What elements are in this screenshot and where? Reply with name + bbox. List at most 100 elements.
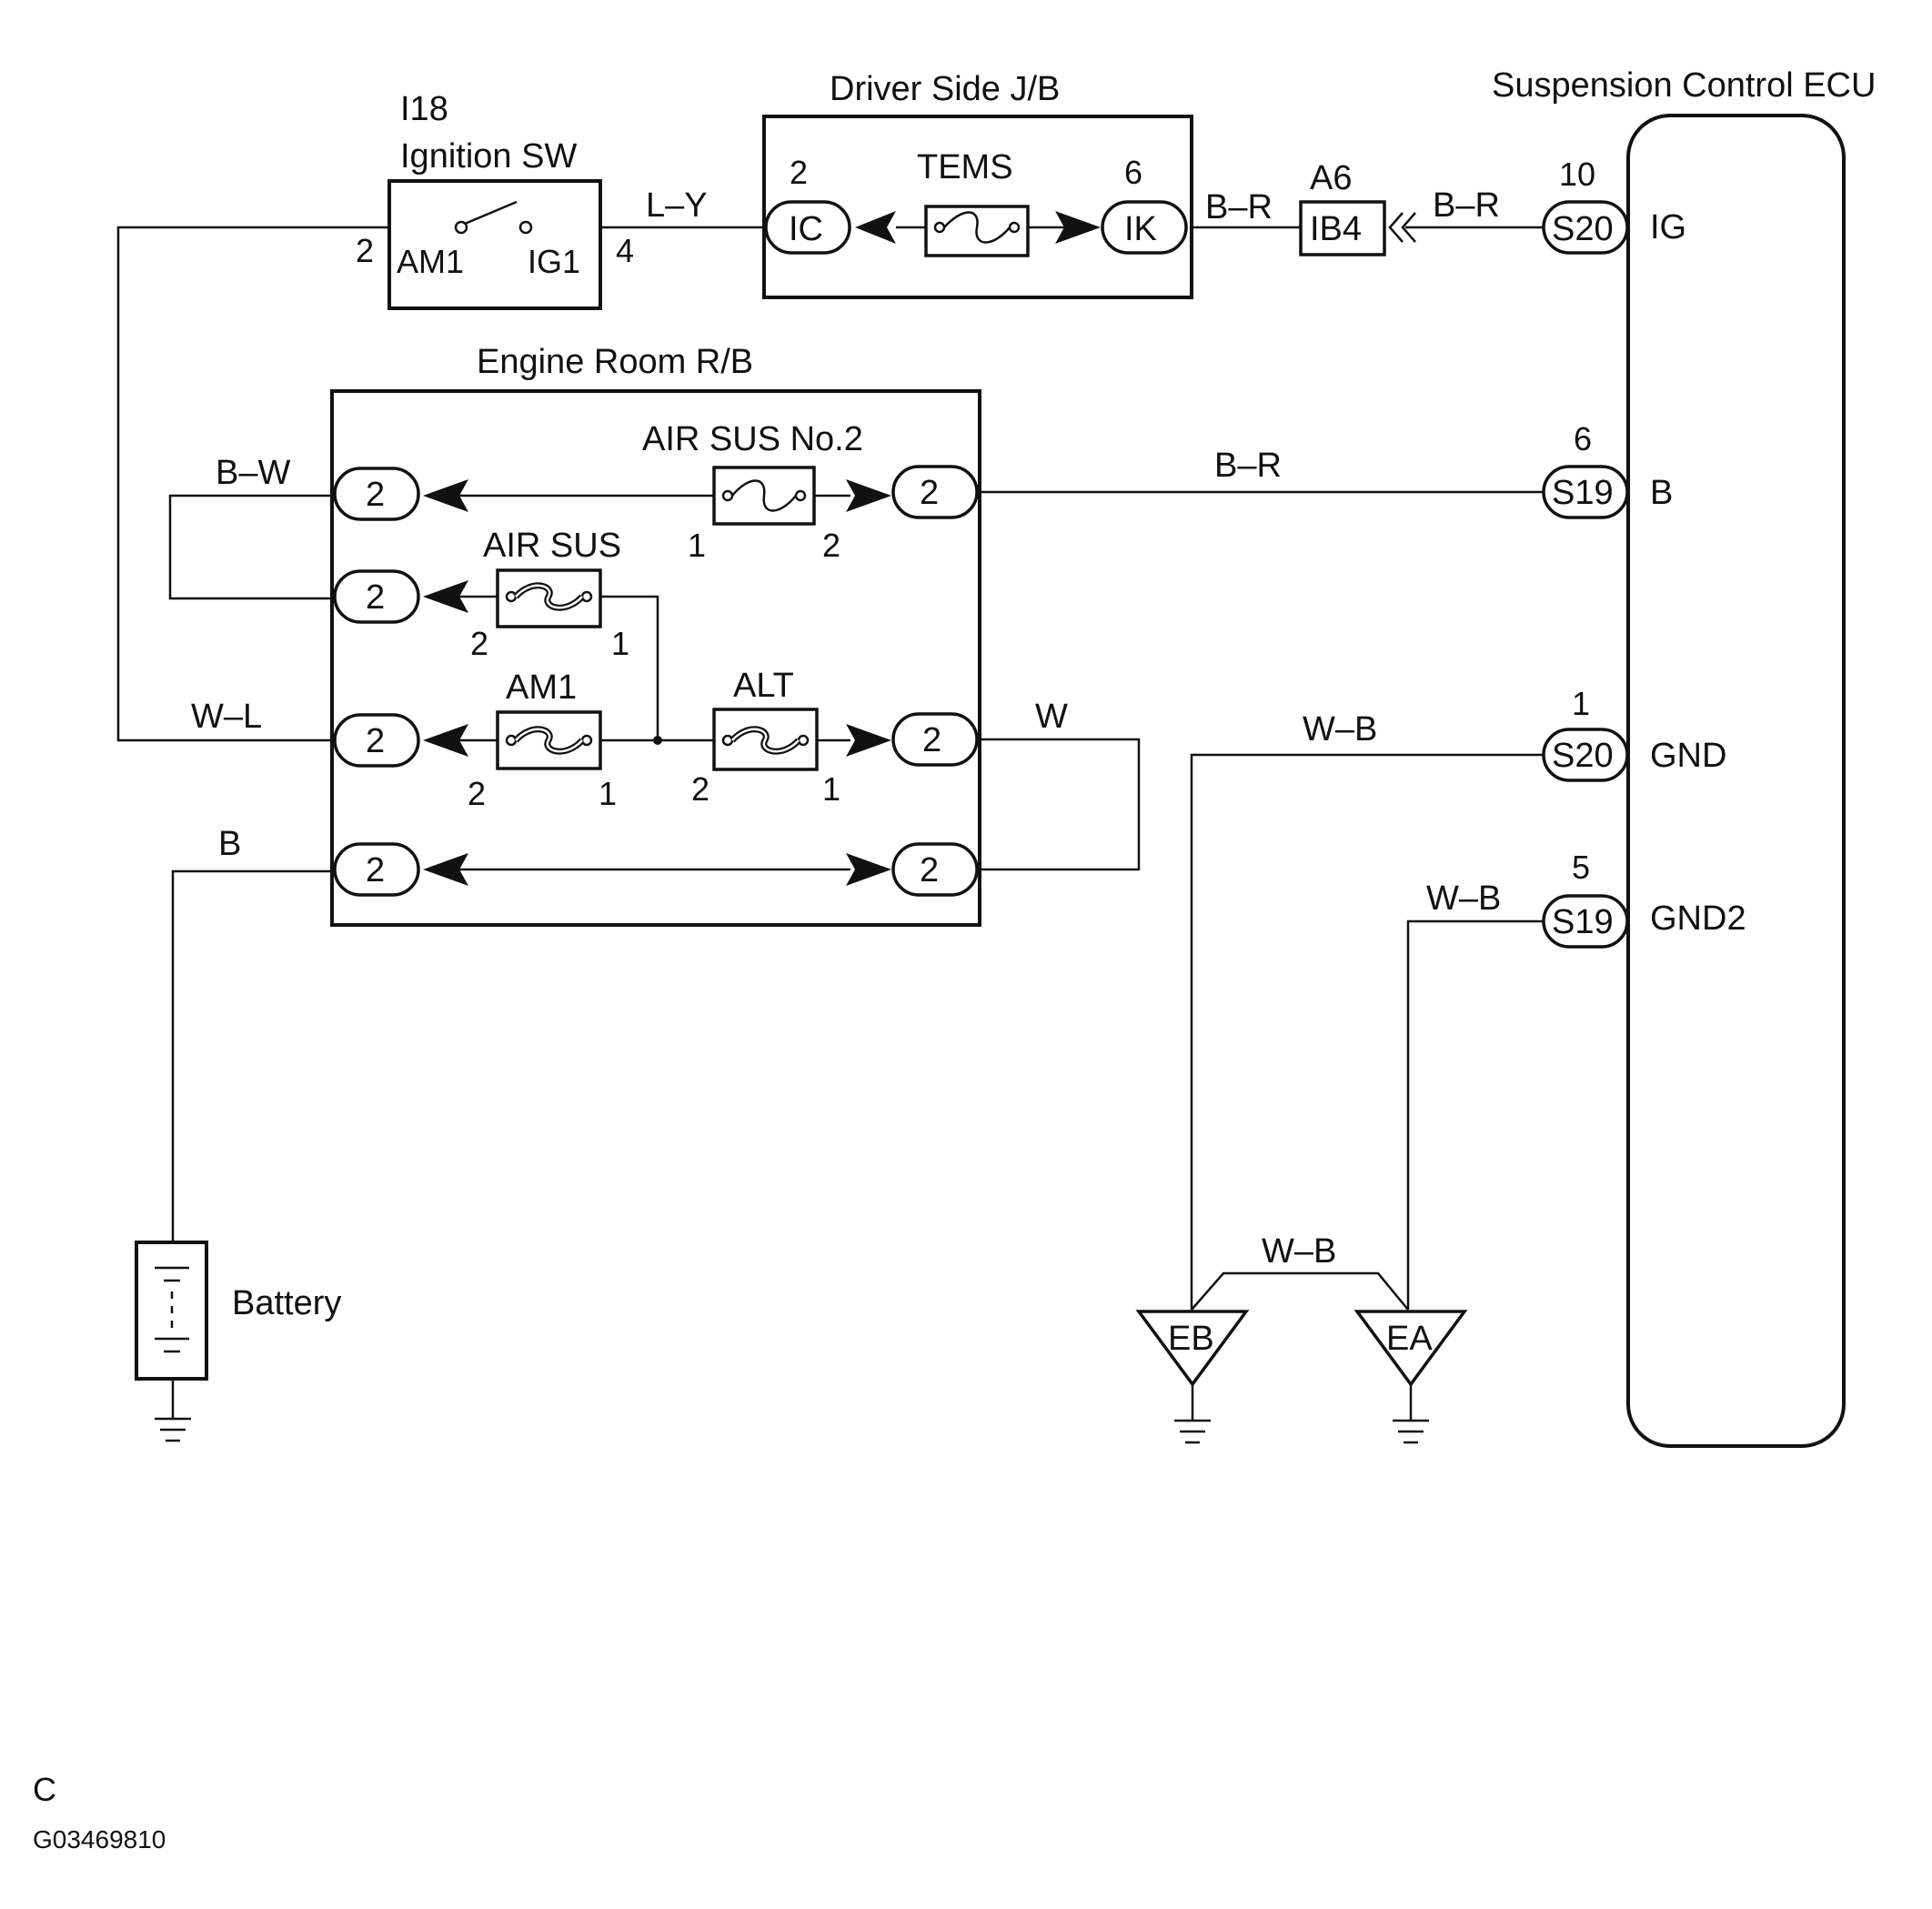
ground-eb-label: EB	[1168, 1320, 1214, 1358]
junction-connector: IB4 A6	[1299, 159, 1416, 256]
svg-text:S19: S19	[1552, 903, 1614, 941]
switch-blade	[464, 200, 518, 226]
ecu-connector-b	[1542, 465, 1629, 519]
wire-wb-ground	[1191, 1271, 1409, 1311]
svg-text:5: 5	[1572, 849, 1590, 886]
battery: Battery	[135, 1241, 341, 1442]
arrow-ic	[855, 211, 896, 244]
junction-chevron-2	[1401, 212, 1416, 243]
wire-w	[978, 738, 1141, 871]
ecu-connector-gnd	[1542, 728, 1629, 782]
ignition-switch-box	[387, 179, 602, 310]
svg-text:1: 1	[1572, 685, 1590, 722]
switch-contact-ig1	[518, 220, 533, 235]
ecu-box	[1626, 114, 1846, 1448]
connector-ic	[764, 200, 851, 255]
svg-text:S20: S20	[1552, 210, 1614, 248]
wire-label-wb-ground: W–B	[1262, 1232, 1336, 1271]
svg-text:2: 2	[366, 476, 385, 514]
wire-wb-gnd2	[1406, 919, 1544, 1310]
svg-text:2: 2	[366, 722, 385, 760]
ecu-title: Suspension Control ECU	[1492, 66, 1876, 105]
wire-label-ly: L–Y	[646, 186, 708, 225]
svg-text:2: 2	[822, 527, 840, 564]
connector-ik-label: IK	[1124, 210, 1157, 248]
wire-wb-gnd	[1190, 753, 1544, 1310]
svg-text:6: 6	[1574, 420, 1592, 457]
ignition-term-ig1: IG1	[528, 243, 580, 280]
connector-ic-pin: 2	[790, 154, 808, 191]
junction-connector-box	[1299, 200, 1386, 256]
junction-chevron-1	[1388, 212, 1404, 243]
ecu-terminal-ig: IG	[1650, 208, 1686, 246]
fuse-air-sus-no2-label: AIR SUS No.2	[642, 420, 863, 458]
ignition-pin-right: 4	[616, 232, 634, 269]
wire-label-br-jb: B–R	[1205, 188, 1273, 226]
svg-text:10: 10	[1559, 156, 1595, 193]
rb-connector-b-out	[891, 842, 979, 897]
svg-text:2: 2	[366, 851, 385, 889]
wire-label-w: W	[1035, 698, 1068, 736]
ground-ea: EA	[1353, 1310, 1468, 1444]
wire-b	[171, 869, 337, 1242]
driver-jb-box	[762, 115, 1193, 299]
wire-wl	[116, 226, 389, 742]
ground-ea-triangle	[1353, 1310, 1468, 1387]
ground-eb: EB	[1135, 1310, 1250, 1444]
wire-label-wb-gnd: W–B	[1303, 710, 1377, 749]
footer-letter: C	[33, 1771, 56, 1808]
switch-contact-am1	[454, 220, 468, 235]
battery-box	[135, 1241, 208, 1381]
svg-text:S20: S20	[1552, 737, 1614, 775]
fuse-tems-label: TEMS	[917, 148, 1013, 186]
wire-label-bw: B–W	[216, 454, 290, 492]
svg-text:S19: S19	[1552, 474, 1614, 512]
rb-connector-bw	[333, 467, 420, 521]
svg-text:2: 2	[920, 851, 939, 889]
wire-label-b: B	[218, 825, 241, 863]
wires	[116, 226, 1544, 1311]
ignition-switch: I18 Ignition SW 2 4 AM1 IG1	[356, 90, 634, 310]
svg-text:1: 1	[822, 770, 840, 808]
suspension-ecu: Suspension Control ECU S20 10 IG S19 6 B…	[1492, 66, 1876, 1448]
ecu-terminal-gnd: GND	[1650, 737, 1726, 775]
ground-ea-label: EA	[1386, 1320, 1433, 1358]
svg-text:2: 2	[920, 474, 939, 512]
wire-label-br-ecu: B–R	[1433, 186, 1500, 225]
engine-room-rb-box	[330, 389, 981, 927]
battery-label: Battery	[232, 1284, 341, 1322]
ecu-connector-ig	[1542, 200, 1629, 255]
rb-connector-air-sus	[333, 569, 420, 624]
connector-ic-label: IC	[789, 210, 823, 248]
svg-text:2: 2	[366, 578, 385, 617]
svg-text:2: 2	[470, 625, 488, 662]
ignition-pin-left: 2	[356, 232, 374, 269]
ignition-name: Ignition SW	[400, 137, 577, 176]
ecu-terminal-b: B	[1650, 474, 1673, 512]
engine-room-rb: Engine Room R/B 2 2 2 2 2 2 2 AIR SUS No…	[330, 343, 981, 927]
junction-dot	[653, 736, 662, 745]
wire-label-wl: W–L	[191, 698, 262, 736]
svg-text:1: 1	[688, 527, 706, 564]
rb-connector-air-sus-no2-out	[891, 465, 979, 519]
wire-bw	[168, 494, 337, 600]
ignition-term-am1: AM1	[397, 243, 464, 280]
wire-labels: L–Y B–R B–R B–R B–W W–L W B W–B W–B W–B	[191, 186, 1501, 1271]
fuse-am1-label: AM1	[506, 668, 577, 707]
ecu-connector-gnd2	[1542, 894, 1629, 949]
wire-label-wb-gnd2: W–B	[1426, 879, 1501, 918]
junction-connector-code: A6	[1310, 159, 1352, 197]
rb-connector-alt-out	[891, 712, 979, 767]
ecu-terminal-gnd2: GND2	[1650, 899, 1746, 938]
driver-jb-title: Driver Side J/B	[830, 70, 1060, 108]
svg-text:2: 2	[468, 775, 486, 812]
engine-room-rb-title: Engine Room R/B	[477, 343, 753, 381]
ignition-code: I18	[400, 90, 448, 128]
connector-ik-pin: 6	[1124, 154, 1142, 191]
svg-text:1: 1	[611, 625, 629, 662]
rb-connector-b	[333, 842, 420, 897]
svg-text:1: 1	[599, 775, 617, 812]
svg-text:2: 2	[691, 770, 709, 808]
svg-text:2: 2	[922, 721, 941, 759]
